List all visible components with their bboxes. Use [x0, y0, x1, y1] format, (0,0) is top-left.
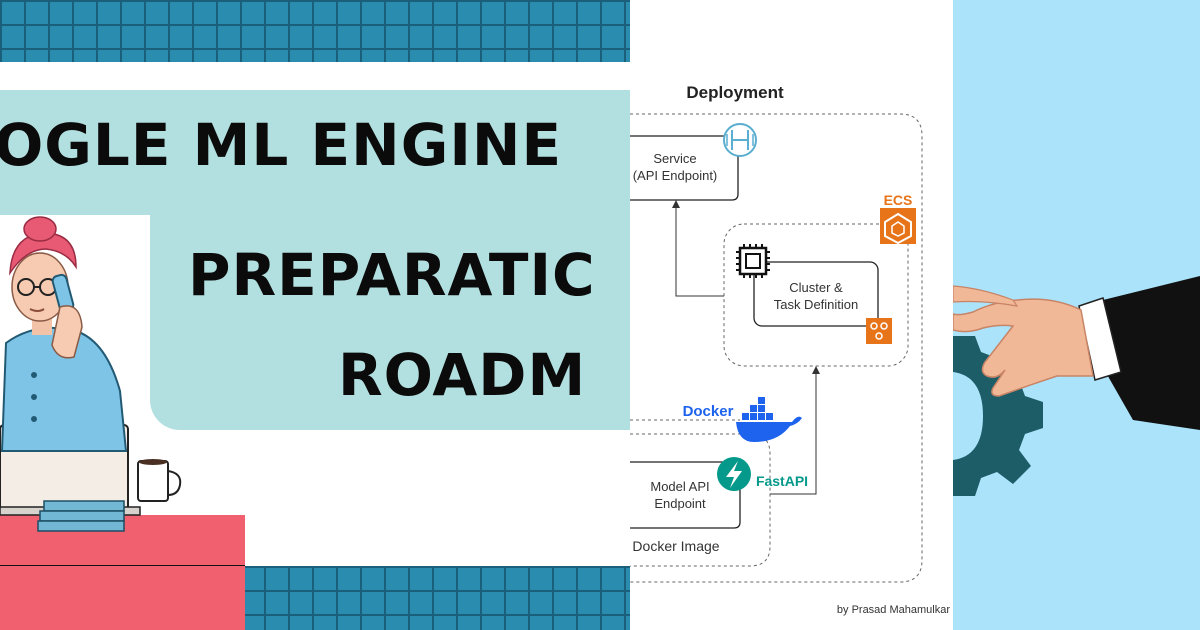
deployment-container [630, 113, 923, 583]
banner-title-line2: PREPARATIC [188, 241, 596, 309]
hair [9, 232, 77, 276]
banner-panel: OGLE ML ENGINE PREPARATIC ROADM [0, 0, 630, 630]
banner-title-line3: ROADM [338, 341, 587, 409]
model-api-label: Model API Endpoint [650, 479, 710, 511]
docker-image-label: Docker Image [632, 538, 720, 554]
cluster-box [753, 261, 879, 327]
grid-band-top [0, 0, 630, 62]
chip-icon [736, 244, 770, 278]
ecs-icon [880, 208, 916, 245]
banner-title-line1: OGLE ML ENGINE [0, 111, 563, 179]
book [43, 500, 125, 512]
deployment-diagram-panel: Deployment Service (API Endpoint) ECS Cl… [630, 0, 953, 630]
hand [953, 298, 1094, 397]
credit-label: by Prasad Mahamulkar [836, 604, 950, 616]
diagram-lines [630, 113, 923, 583]
fastapi-bolt-icon [717, 457, 751, 491]
desk-front [0, 566, 245, 630]
ecs-label: ECS [883, 192, 913, 208]
teal-subtitle-block [150, 215, 630, 430]
api-gateway-icon [723, 123, 757, 157]
fastapi-label: FastAPI [755, 473, 809, 489]
woman-at-desk-illustration [0, 216, 245, 566]
mug [137, 460, 169, 502]
teal-title-block [0, 90, 630, 215]
docker-whale-icon [736, 397, 802, 442]
gear-hand-panel [953, 0, 1200, 630]
service-label: Service (API Endpoint) [632, 151, 718, 183]
gear-hand-illustration [953, 276, 1200, 496]
ecs-task-icon [866, 318, 892, 344]
docker-label: Docker [682, 403, 734, 420]
cluster-label: Cluster & Task Definition [773, 280, 859, 312]
diagram-heading: Deployment [686, 83, 784, 102]
suit-sleeve [1093, 276, 1200, 430]
